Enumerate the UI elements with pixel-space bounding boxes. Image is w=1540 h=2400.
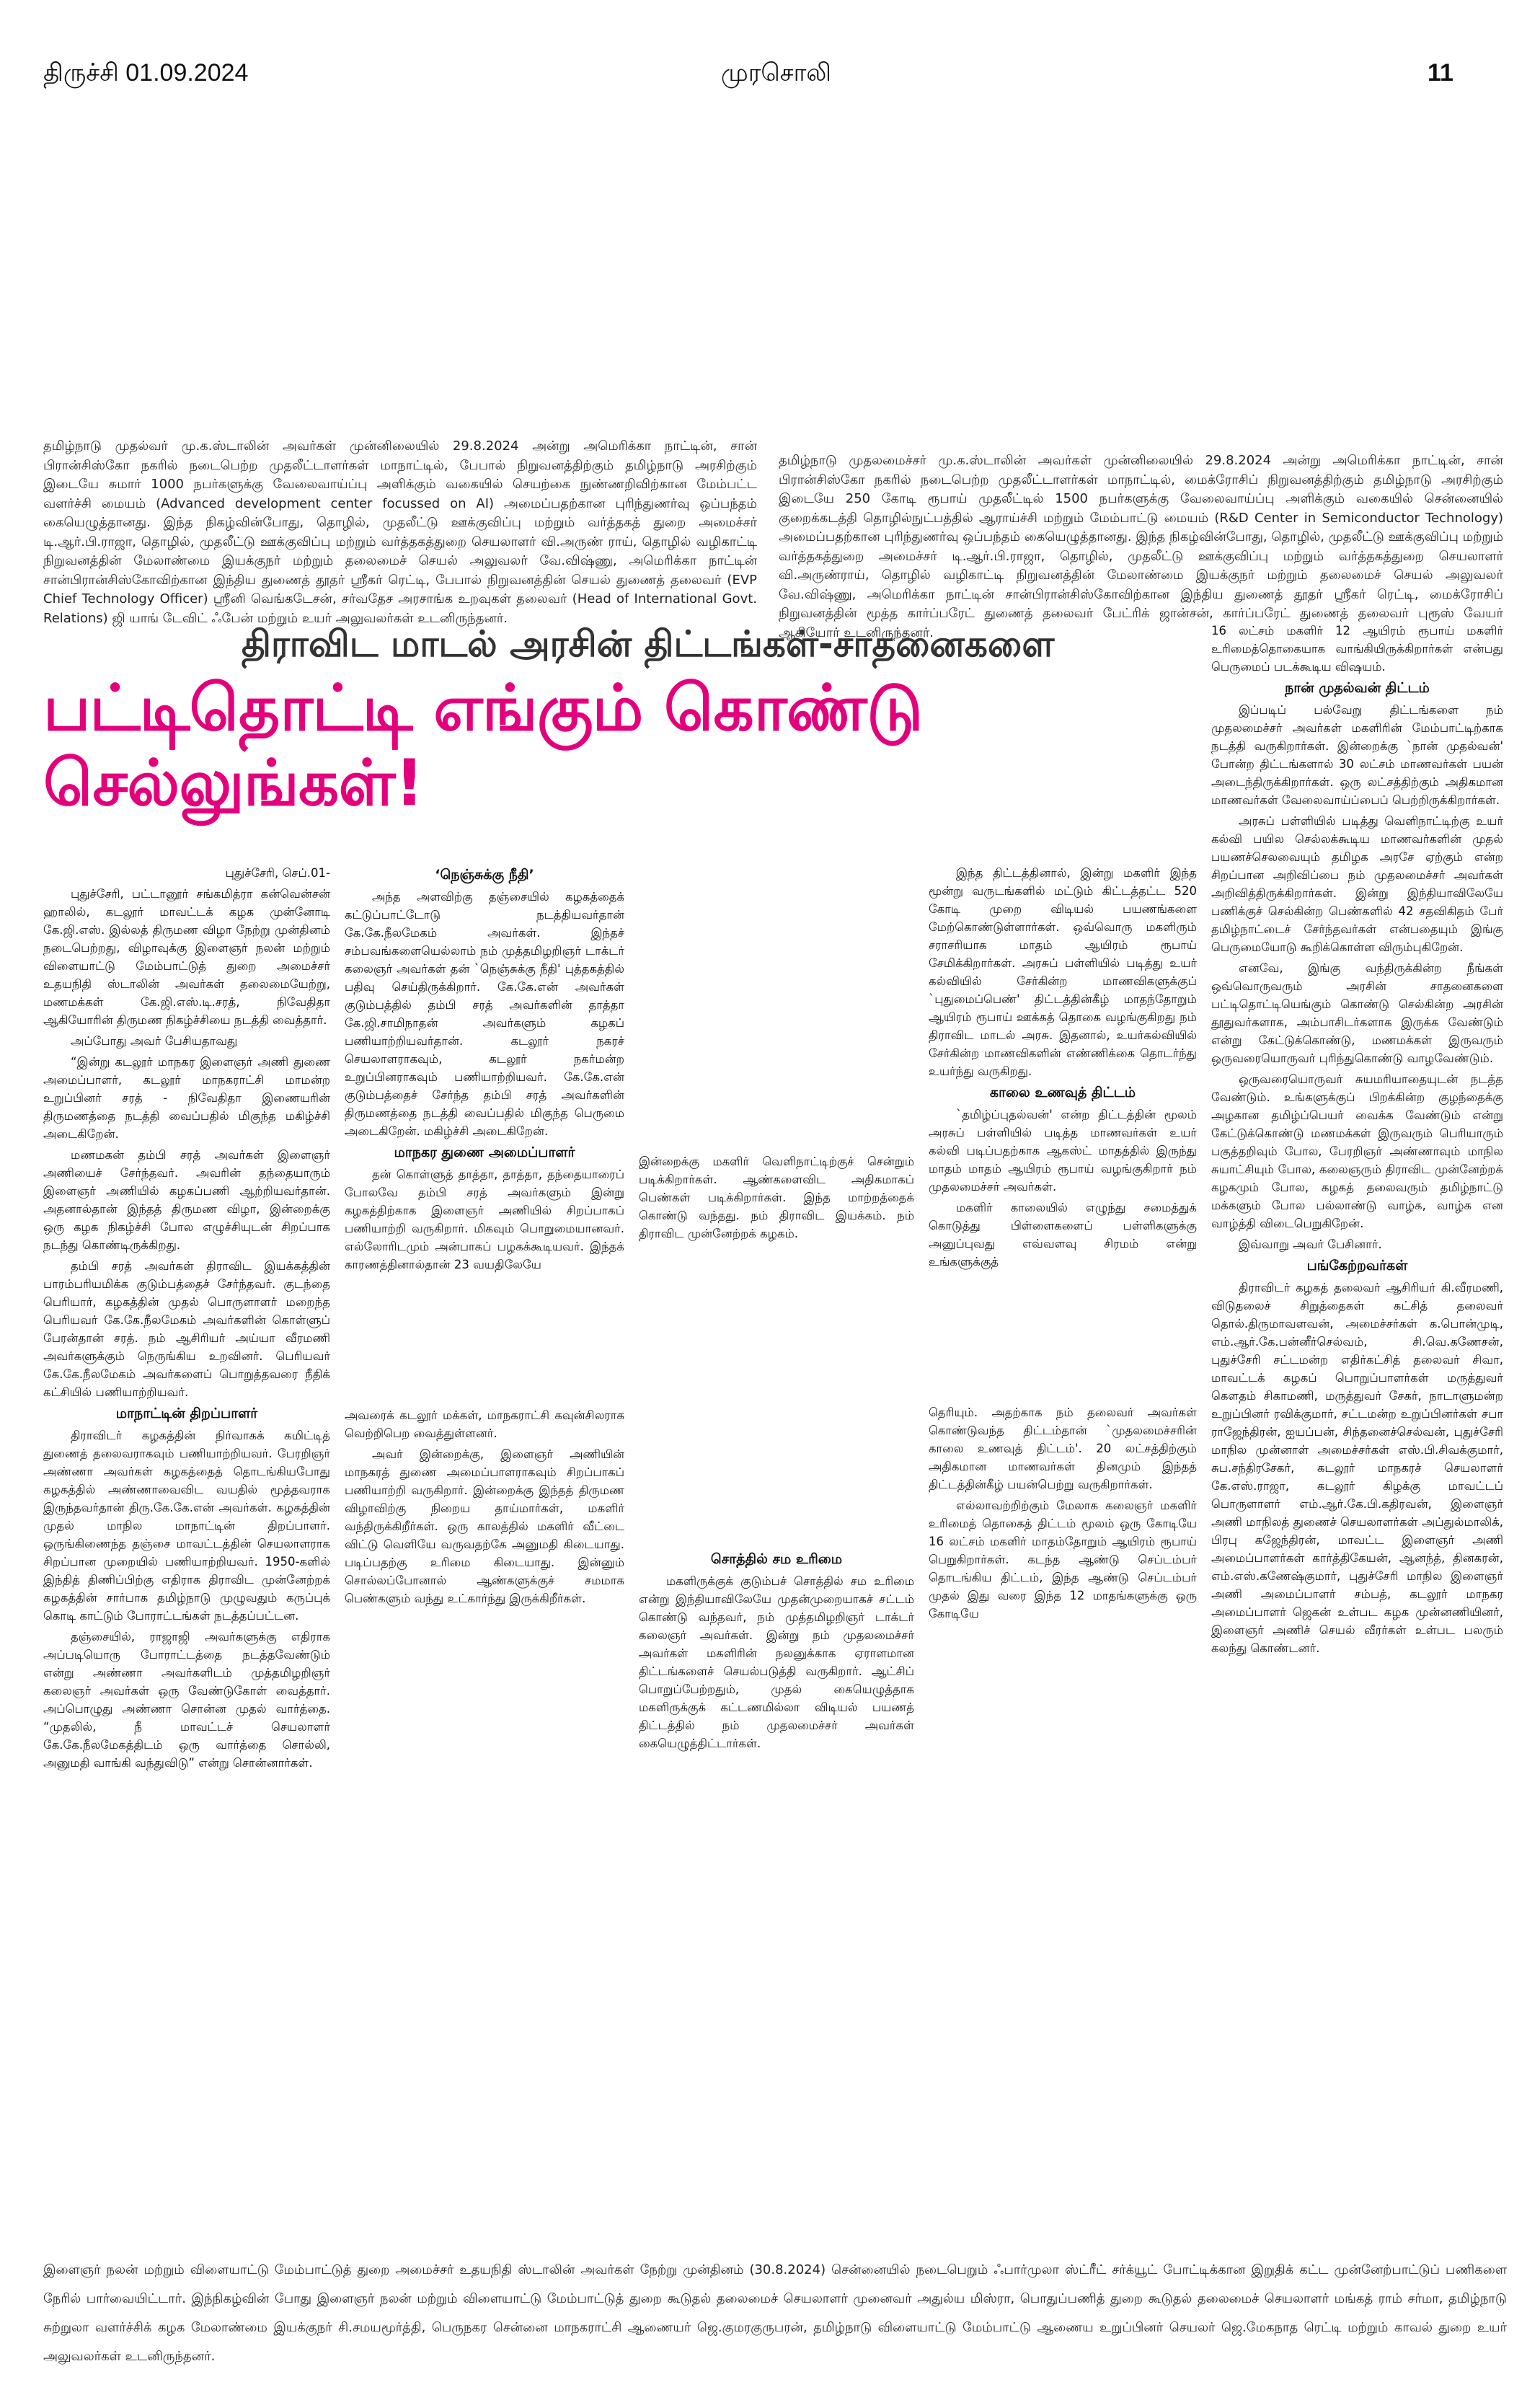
section-subheading: பங்கேற்றவர்கள் <box>1306 1258 1408 1274</box>
article-headline: பட்டிதொட்டி எங்கும் கொண்டு செல்லுங்கள்! <box>43 671 923 820</box>
article-column-1: புதுச்சேரி, செப்.01- புதுச்சேரி, பட்டானூர… <box>43 864 330 1775</box>
article-paragraph: எனவே, இங்கு வந்திருக்கின்ற நீங்கள் ஒவ்வொ… <box>1211 961 1503 1065</box>
page-number: 11 <box>1428 59 1453 87</box>
article-paragraph: தம்பி சரத் அவர்கள் திராவிட இயக்கத்தின் ப… <box>43 1259 330 1399</box>
section-subheading: மாநகர துணை அமைப்பாளர் <box>394 1144 575 1160</box>
article-paragraph: இன்றைக்கு மகளிர் வெளிநாட்டிற்குச் சென்று… <box>639 1155 914 1240</box>
article-paragraph: மகளிருக்குக் குடும்பச் சொத்தில் சம உரிமை… <box>639 1574 914 1750</box>
photo-caption-right: தமிழ்நாடு முதலமைச்சர் மு.க.ஸ்டாலின் அவர்… <box>779 453 1503 640</box>
dateline: புதுச்சேரி, செப்.01- <box>225 866 330 880</box>
article-paragraph: எல்லாவற்றிற்கும் மேலாக கலைஞர் மகளிர் உரி… <box>929 1499 1197 1620</box>
article-paragraph: அவரைக் கடலூர் மக்கள், மாநகராட்சி கவுன்சி… <box>345 1408 624 1440</box>
article-paragraph: மகளிர் காலையில் எழுந்து சமைத்துக் கொடுத்… <box>929 1201 1197 1269</box>
article-paragraph: `தமிழ்ப்புதல்வன்' என்ற திட்டத்தின் மூலம்… <box>929 1108 1197 1194</box>
article-paragraph: இவ்வாறு அவர் பேசினார். <box>1239 1238 1382 1251</box>
article-column-3-top: இன்றைக்கு மகளிர் வெளிநாட்டிற்குச் சென்று… <box>639 1152 914 1245</box>
article-paragraph: “இன்று கடலூர் மாநகர இளைஞர் அணி துணை அமைப… <box>43 1055 330 1141</box>
article-paragraph: இந்த திட்டத்தினால், இன்று மகளிர் இந்த மூ… <box>929 866 1197 1078</box>
edition-date: திருச்சி 01.09.2024 <box>43 59 249 87</box>
section-subheading: காலை உணவுத் திட்டம் <box>989 1085 1136 1100</box>
article-paragraph: திராவிடர் கழகத் தலைவர் ஆசிரியர் கி.வீரமண… <box>1211 1281 1503 1655</box>
section-subheading: ‘நெஞ்சுக்கு நீதி’ <box>435 867 534 883</box>
section-subheading: நான் முதல்வன் திட்டம் <box>1285 680 1430 696</box>
article-paragraph: 16 லட்சம் மகளிர் 12 ஆயிரம் ரூபாய் மகளிர்… <box>1211 624 1503 674</box>
photo-area-article <box>345 1276 624 1406</box>
article-column-4: இந்த திட்டத்தினால், இன்று மகளிர் இந்த மூ… <box>929 864 1197 1625</box>
article-paragraph: அப்போது அவர் பேசியதாவது <box>71 1034 238 1048</box>
article-paragraph: திராவிடர் கழகத்தின் நிர்வாகக் கமிட்டித் … <box>43 1429 330 1623</box>
article-column-4-top: இந்த திட்டத்தினால், இன்று மகளிர் இந்த மூ… <box>929 864 1197 1274</box>
article-paragraph: தெரியும். அதற்காக நம் தலைவர் அவர்கள் கொண… <box>929 1406 1197 1491</box>
article-column-2-top: ‘நெஞ்சுக்கு நீதி’ அந்த அளவிற்கு தஞ்சையில்… <box>345 864 624 1276</box>
article-column-3-bottom: சொத்தில் சம உரிமை மகளிருக்குக் குடும்பச் … <box>639 1548 914 1755</box>
article-column-3: இன்றைக்கு மகளிர் வெளிநாட்டிற்குச் சென்று… <box>639 864 914 1755</box>
article-paragraph: அரசுப் பள்ளியில் படித்து வெளிநாட்டிற்கு … <box>1211 814 1503 954</box>
article-paragraph: இப்படிப் பல்வேறு திட்டங்களை நம் முதலமைச்… <box>1211 703 1503 807</box>
article-columns: புதுச்சேரி, செப்.01- புதுச்சேரி, பட்டானூர… <box>43 864 1197 1775</box>
article-paragraph: தஞ்சையில், ராஜாஜி அவர்களுக்கு எதிராக அப்… <box>43 1630 330 1770</box>
article-column-5: 16 லட்சம் மகளிர் 12 ஆயிரம் ரூபாய் மகளிர்… <box>1211 622 1503 1660</box>
photo-area <box>43 130 1507 425</box>
masthead: முரசொலி <box>721 59 831 87</box>
section-subheading: மாநாட்டின் திறப்பாளர் <box>115 1406 258 1421</box>
section-subheading: சொத்தில் சம உரிமை <box>710 1551 843 1567</box>
article-paragraph: புதுச்சேரி, பட்டானூர் சங்கமித்ரா கன்வென்… <box>43 887 330 1027</box>
article-kicker: திராவிட மாடல் அரசின் திட்டங்கள்-சாதனைகளை <box>242 623 1055 665</box>
photo-caption-left: தமிழ்நாடு முதல்வர் மு.க.ஸ்டாலின் அவர்கள்… <box>43 438 757 626</box>
article-column-2-bottom: அவரைக் கடலூர் மக்கள், மாநகராட்சி கவுன்சி… <box>345 1406 624 1610</box>
article-paragraph: அந்த அளவிற்கு தஞ்சையில் கழகத்தைக் கட்டுப… <box>345 890 624 1138</box>
photo-area-article-right <box>929 1274 1197 1403</box>
article-column-4-bottom: தெரியும். அதற்காக நம் தலைவர் அவர்கள் கொண… <box>929 1403 1197 1625</box>
article-paragraph: அவர் இன்றைக்கு, இளைஞர் அணியின் மாநகரத் த… <box>345 1447 624 1605</box>
article-paragraph: மணமகன் தம்பி சரத் அவர்கள் இளைஞர் அணியைச்… <box>43 1148 330 1252</box>
article-paragraph: ஒருவரையொருவர் சுயமரியாதையுடன் நடத்த வேண்… <box>1211 1072 1503 1230</box>
article-column-2: ‘நெஞ்சுக்கு நீதி’ அந்த அளவிற்கு தஞ்சையில்… <box>345 864 624 1610</box>
photo-area-article-middle <box>639 1245 914 1548</box>
article-paragraph: தன் கொள்ளுத் தாத்தா, தாத்தா, தந்தையாரைப்… <box>345 1168 624 1271</box>
article-main-area: திராவிட மாடல் அரசின் திட்டங்கள்-சாதனைகளை… <box>43 620 1197 1775</box>
photo-caption-bottom: இளைஞர் நலன் மற்றும் விளையாட்டு மேம்பாட்ட… <box>43 2262 1507 2364</box>
